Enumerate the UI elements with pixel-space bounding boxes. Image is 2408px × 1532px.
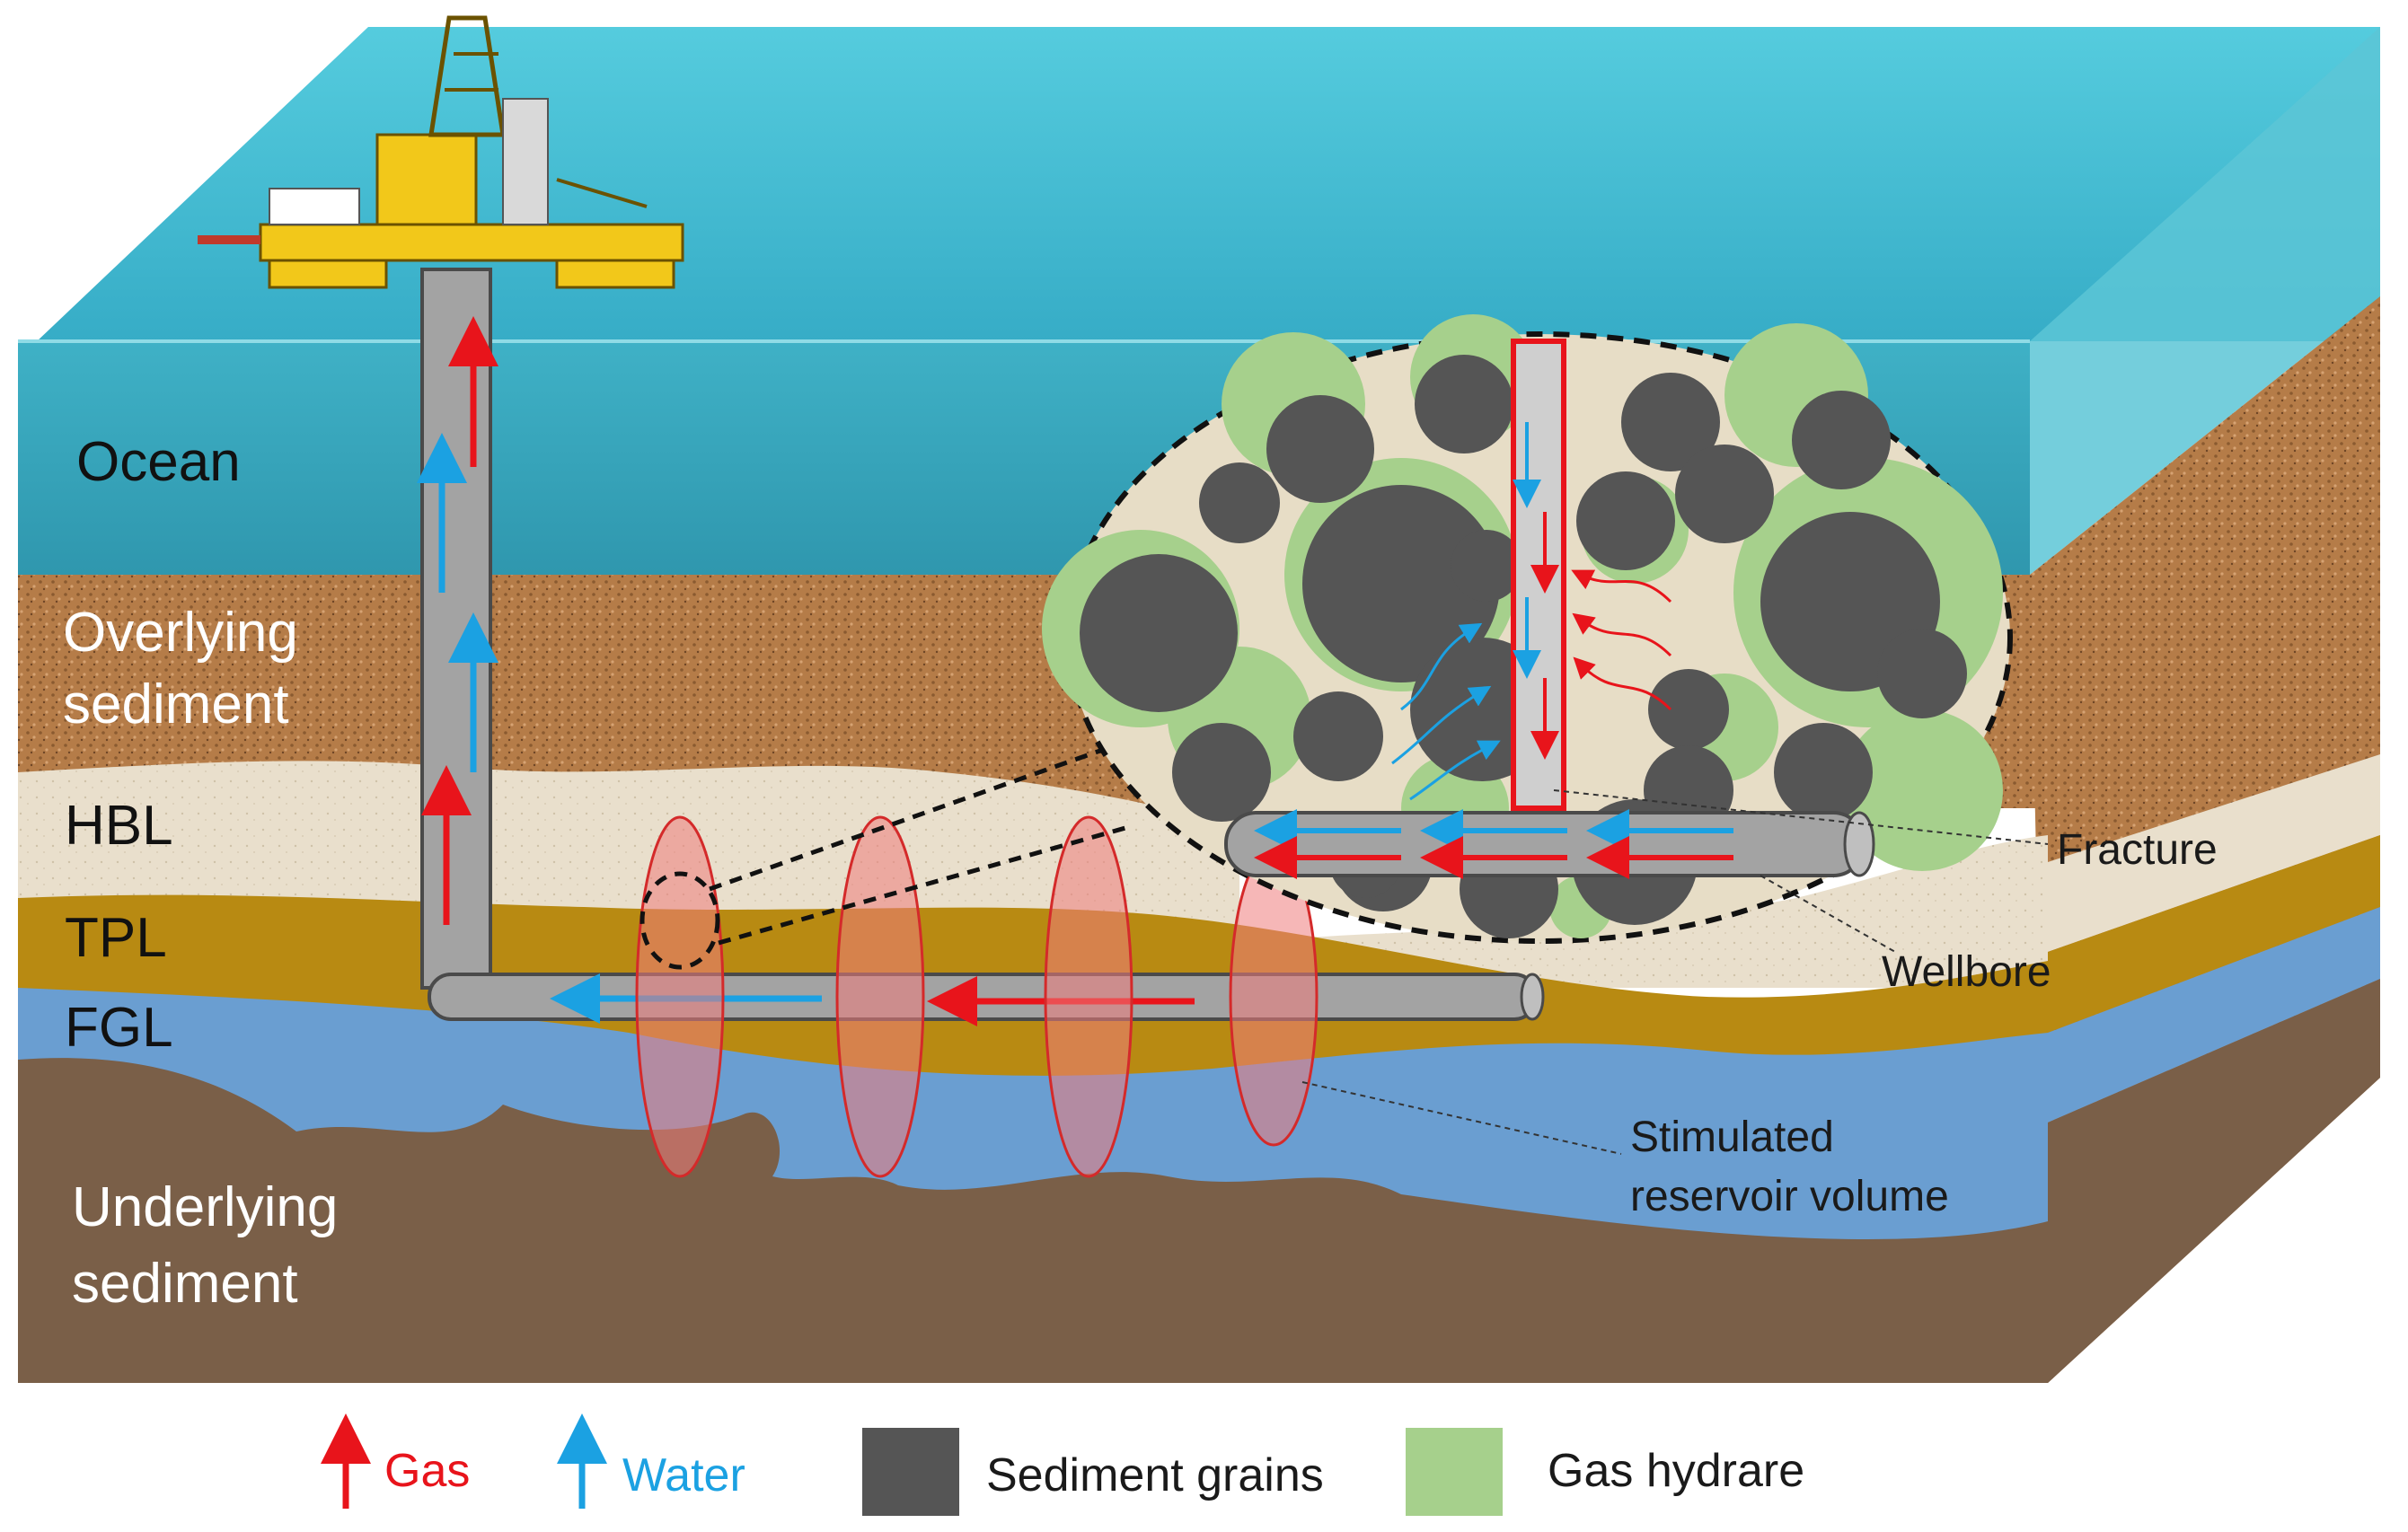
label-srv-1: Stimulated bbox=[1630, 1114, 1834, 1161]
label-fracture: Fracture bbox=[2057, 826, 2218, 874]
block-right-fgl bbox=[2048, 907, 2380, 1123]
stimulated-zones bbox=[635, 815, 1319, 1178]
label-underlying-2: sediment bbox=[72, 1253, 298, 1315]
vertical-wellbore bbox=[420, 268, 492, 990]
ocean-right-face bbox=[2030, 27, 2380, 575]
block-right-tpl bbox=[2048, 835, 2380, 1033]
label-srv-2: reservoir volume bbox=[1630, 1173, 1949, 1220]
fracture-channel bbox=[1511, 339, 1566, 811]
drilling-platform bbox=[198, 15, 684, 289]
label-ocean: Ocean bbox=[76, 431, 241, 493]
legend-hydrate-swatch bbox=[1406, 1428, 1503, 1516]
zoom-wellbore bbox=[1224, 811, 1866, 877]
legend-hydrate-label: Gas hydrare bbox=[1548, 1445, 1804, 1497]
label-overlying-1: Overlying bbox=[63, 602, 298, 664]
horizontal-wellbore-end bbox=[1520, 973, 1545, 1021]
label-tpl: TPL bbox=[65, 907, 167, 969]
legend-sediment-swatch bbox=[862, 1428, 959, 1516]
zoom-line bbox=[709, 734, 1142, 892]
legend-sediment-label: Sediment grains bbox=[986, 1449, 1324, 1501]
fracture-leader bbox=[1553, 789, 2049, 845]
vertical-flow-arrows bbox=[417, 316, 498, 925]
underlying-sediment-layer bbox=[18, 1058, 2048, 1383]
label-overlying-2: sediment bbox=[63, 674, 289, 735]
label-underlying-1: Underlying bbox=[72, 1176, 338, 1238]
zoom-line bbox=[718, 823, 1133, 946]
zoom-pore-detail bbox=[1042, 314, 2013, 944]
srv-zone bbox=[1044, 815, 1133, 1178]
label-wellbore: Wellbore bbox=[1882, 948, 2051, 996]
srv-leader bbox=[1301, 1081, 1622, 1155]
srv-zone bbox=[835, 815, 925, 1178]
label-hbl: HBL bbox=[65, 795, 173, 857]
zoom-source-circle bbox=[639, 871, 720, 970]
block-right-hbl bbox=[2048, 754, 2380, 952]
ocean-rim bbox=[18, 339, 2030, 343]
block-right-underlying bbox=[2048, 979, 2380, 1383]
legend: Gas Water Sediment grains Gas hydrare bbox=[321, 1413, 1804, 1516]
legend-water-label: Water bbox=[622, 1449, 745, 1501]
legend-gas-label: Gas bbox=[384, 1445, 470, 1497]
ocean-surface bbox=[18, 27, 2380, 359]
label-fgl: FGL bbox=[65, 997, 173, 1059]
wellbore-leader bbox=[1760, 875, 1896, 953]
srv-zone bbox=[635, 815, 725, 1178]
